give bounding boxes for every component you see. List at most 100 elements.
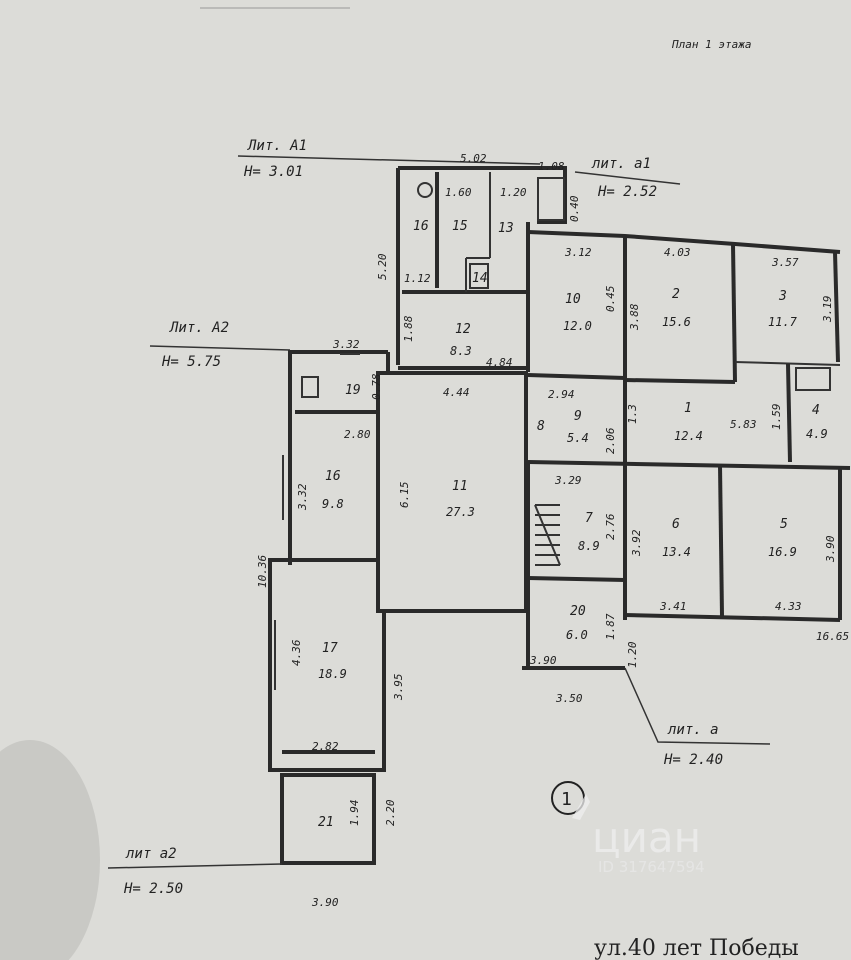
room-16-area: 9.8 <box>322 497 344 511</box>
dim-392: 3.92 <box>630 529 643 557</box>
room-3-num: 3 <box>778 289 787 304</box>
walls <box>268 166 851 865</box>
room-6-area: 13.4 <box>662 545 691 559</box>
room-7-num: 7 <box>585 511 593 526</box>
room-5-area: 16.9 <box>768 545 797 559</box>
dim-1665: 16.65 <box>816 630 849 643</box>
toilet-icon-2 <box>301 376 319 398</box>
dim-194: 1.94 <box>348 800 361 827</box>
room-16b-num: 16 <box>325 469 341 484</box>
dim-444: 4.44 <box>443 386 470 399</box>
dim-276: 2.76 <box>604 513 617 540</box>
dim-319: 3.19 <box>821 296 834 324</box>
room-14-num: 14 <box>472 271 488 286</box>
lit-a2-height: Н= 5.75 <box>161 354 221 370</box>
room-9-num: 9 <box>574 409 582 424</box>
dim-433: 4.33 <box>775 600 802 613</box>
dim-040: 0.40 <box>568 195 581 222</box>
watermark: циан ID 317647594 <box>572 794 705 876</box>
dim-390: 3.90 <box>824 535 837 563</box>
room-2-num: 2 <box>672 287 680 302</box>
watermark-id: ID 317647594 <box>598 858 705 876</box>
lit-a-bottom-title: лит. а <box>667 722 719 738</box>
dim-329: 3.29 <box>554 474 582 487</box>
room-16-num: 16 <box>413 219 429 234</box>
dim-341: 3.41 <box>659 600 687 613</box>
floor-label: План 1 этажа <box>671 38 751 51</box>
room-10-area: 12.0 <box>563 319 592 333</box>
room-2-area: 15.6 <box>662 315 691 329</box>
lit-a1-height: Н= 3.01 <box>243 164 303 180</box>
room-19-num: 19 <box>345 383 361 398</box>
dim-484: 4.84 <box>486 356 513 369</box>
room-17-num: 17 <box>322 641 338 656</box>
sink-icon <box>469 263 489 289</box>
room-12-num: 12 <box>455 322 471 337</box>
room-10-num: 10 <box>565 292 581 307</box>
room-13-num: 13 <box>498 221 514 236</box>
room-9-area: 5.4 <box>567 431 589 445</box>
shadow <box>0 740 100 960</box>
dim-390c: 3.90 <box>311 896 339 909</box>
stairs-icon <box>534 504 561 566</box>
dim-280: 2.80 <box>344 428 371 441</box>
room-6-num: 6 <box>672 517 680 532</box>
lit-a-left-title: лит а2 <box>125 846 177 862</box>
shaft-icon <box>537 177 565 221</box>
room-7-area: 8.9 <box>578 539 600 553</box>
dim-388: 3.88 <box>628 303 641 331</box>
dim-312: 3.12 <box>564 246 592 259</box>
dim-159: 1.59 <box>770 404 783 431</box>
dimension-labels: 5.02 1.08 0.40 1.60 1.20 5.20 1.12 3.12 … <box>256 152 849 909</box>
dim-1036: 10.36 <box>256 555 269 588</box>
dim-045: 0.45 <box>604 286 617 313</box>
room-4-area: 4.9 <box>806 427 828 441</box>
room-11-area: 27.3 <box>446 505 475 519</box>
room-17-area: 18.9 <box>318 667 347 681</box>
room-4-num: 4 <box>812 403 820 418</box>
dim-502: 5.02 <box>460 152 487 165</box>
dim-520: 5.20 <box>376 253 389 280</box>
dim-332b: 3.32 <box>296 483 309 511</box>
room-labels: 16 15 13 14 12 8.3 10 12.0 2 15.6 3 11.7… <box>318 219 828 830</box>
dim-108: 1.08 <box>538 160 565 173</box>
lit-labels: Лит. А1 Н= 3.01 лит. а1 Н= 2.52 Лит. А2 … <box>107 138 771 897</box>
cian-logo-icon <box>572 794 590 820</box>
room-5-num: 5 <box>780 517 788 532</box>
dim-390b: 3.90 <box>529 654 557 667</box>
dim-282: 2.82 <box>312 740 339 753</box>
dim-112: 1.12 <box>404 272 431 285</box>
dim-160: 1.60 <box>445 186 472 199</box>
room-1-num: 1 <box>684 401 692 416</box>
dim-403: 4.03 <box>664 246 691 259</box>
room-12-area: 8.3 <box>450 344 472 358</box>
lit-a-top-title: лит. а1 <box>591 156 651 172</box>
bath-icon <box>795 367 831 391</box>
marker-number: 1 <box>561 789 572 810</box>
room-15-num: 15 <box>452 219 468 234</box>
dim-187: 1.87 <box>604 613 617 640</box>
dim-188: 1.88 <box>402 315 415 342</box>
room-21-num: 21 <box>318 815 334 830</box>
dim-332: 3.32 <box>332 338 360 351</box>
room-20-area: 6.0 <box>566 628 588 642</box>
dim-206: 2.06 <box>604 427 617 454</box>
dim-615: 6.15 <box>398 482 411 509</box>
lit-a-bottom-height: Н= 2.40 <box>663 752 723 768</box>
room-1-area: 12.4 <box>674 429 703 443</box>
room-3-area: 11.7 <box>768 315 798 329</box>
dim-350: 3.50 <box>555 692 583 705</box>
dim-395: 3.95 <box>392 674 405 702</box>
dim-583: 5.83 <box>730 418 757 431</box>
dim-13: 1.3 <box>626 404 639 424</box>
street-label: ул.40 лет Победы <box>594 936 799 960</box>
room-20-num: 20 <box>570 604 586 619</box>
dim-078: 0.78 <box>370 373 383 400</box>
watermark-brand: циан <box>592 813 701 862</box>
lit-a-top-height: Н= 2.52 <box>597 184 657 200</box>
dim-357: 3.57 <box>771 256 799 269</box>
toilet-icon <box>417 182 433 198</box>
lit-a-left-height: Н= 2.50 <box>123 881 183 897</box>
